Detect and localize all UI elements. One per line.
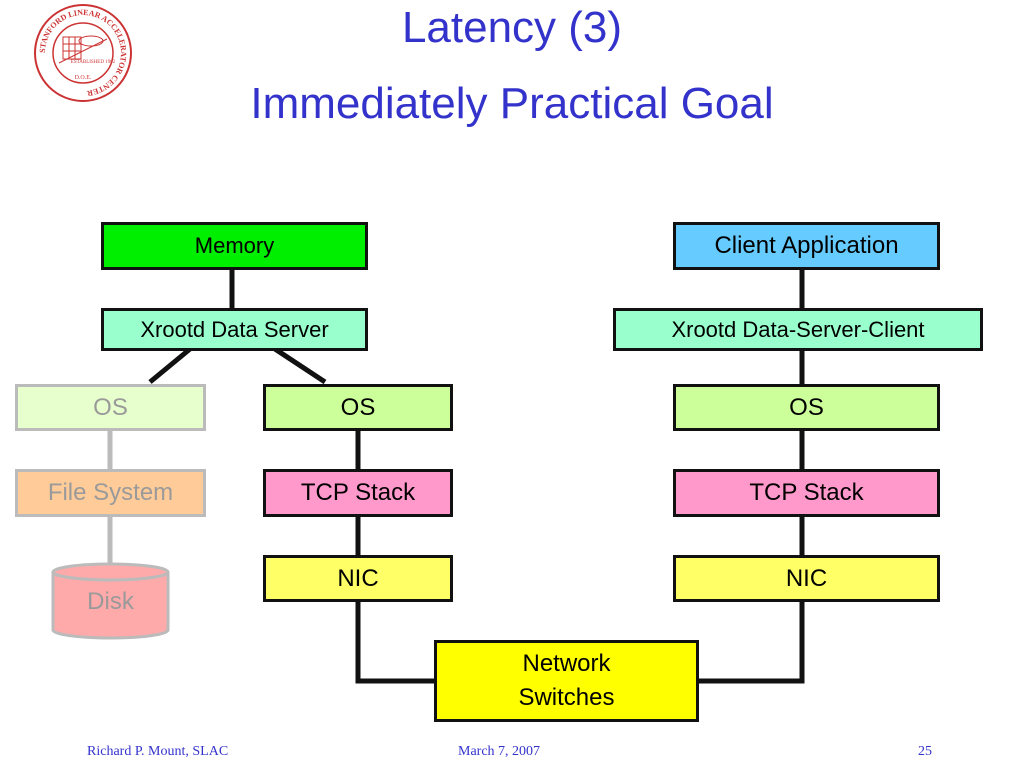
footer-page-number: 25	[918, 744, 932, 759]
server-nic-box: NIC	[263, 555, 453, 602]
slide-title-line1: Latency (3)	[401, 3, 623, 52]
xrootd-data-server-box: Xrootd Data Server	[101, 308, 368, 351]
footer-author: Richard P. Mount, SLAC	[87, 744, 229, 759]
disk-cylinder	[51, 562, 170, 640]
os-faded-box: OS	[15, 384, 206, 431]
file-system-box: File System	[15, 469, 206, 517]
client-os-box: OS	[673, 384, 940, 431]
logo-doe: D.O.E.	[75, 75, 92, 81]
xrootd-data-server-client-box: Xrootd Data-Server-Client	[613, 308, 983, 351]
switch-label-line1: Network	[522, 650, 611, 677]
client-nic-box: NIC	[673, 555, 940, 602]
server-tcp-stack-box: TCP Stack	[263, 469, 453, 517]
disk-label: Disk	[87, 588, 134, 615]
network-switches-box: Network Switches	[434, 640, 699, 722]
footer-date: March 7, 2007	[458, 744, 541, 759]
slide-title-line2: Immediately Practical Goal	[250, 79, 774, 128]
client-application-box: Client Application	[673, 222, 940, 270]
client-tcp-stack-box: TCP Stack	[673, 469, 940, 517]
server-os-box: OS	[263, 384, 453, 431]
memory-box: Memory	[101, 222, 368, 270]
slac-logo: STANFORD LINEAR ACCELERATOR CENTER ESTAB…	[34, 4, 132, 102]
logo-established: ESTABLISHED 1962	[71, 60, 116, 65]
switch-label-line2: Switches	[518, 684, 615, 711]
